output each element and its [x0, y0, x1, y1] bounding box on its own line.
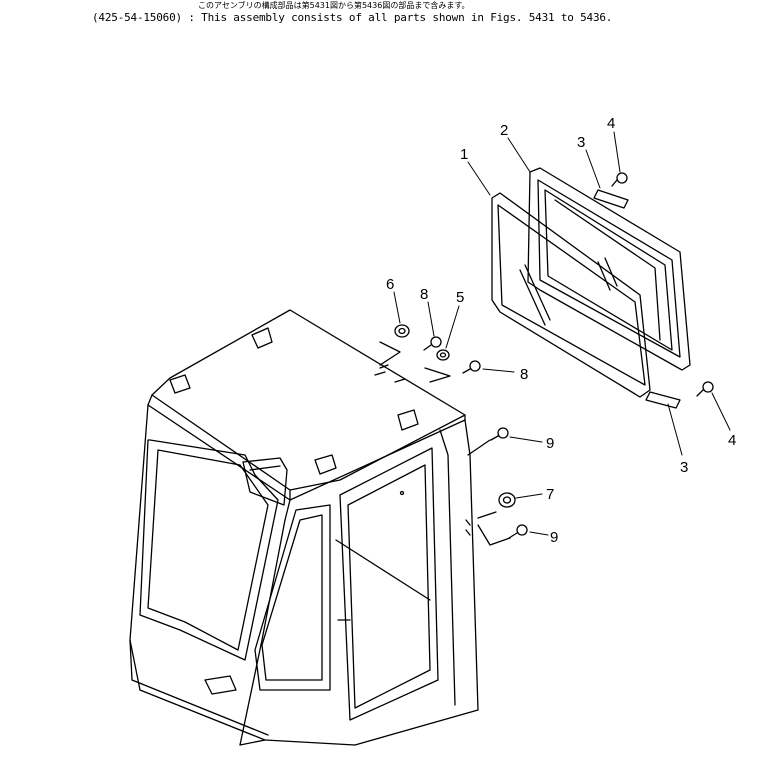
- callouts: 1 2 3 4 6 8 5 8 4 9 7 9 3: [386, 115, 736, 546]
- window-glass: [491, 192, 651, 398]
- leader-lines: [393, 131, 731, 536]
- callout-8-lower: 8: [520, 366, 528, 383]
- callout-4-upper: 4: [607, 115, 615, 132]
- header-note-jp: このアセンブリの構成部品は第5431図から第5436図の部品まで含みます。: [198, 1, 470, 10]
- callout-8-upper: 8: [420, 286, 428, 303]
- callout-4-lower: 4: [728, 432, 736, 449]
- callout-5: 5: [456, 289, 464, 306]
- small-parts: [379, 172, 714, 546]
- callout-7: 7: [546, 486, 554, 503]
- callout-9-upper: 9: [546, 435, 554, 452]
- callout-9-lower: 9: [550, 529, 558, 546]
- callout-3-lower: 3: [680, 459, 688, 476]
- callout-1: 1: [460, 146, 468, 163]
- weatherstrip-frame: [527, 167, 691, 371]
- header-note-en: (425-54-15060) : This assembly consists …: [92, 11, 613, 24]
- callout-6: 6: [386, 276, 394, 293]
- callout-3-upper: 3: [577, 134, 585, 151]
- callout-2: 2: [500, 122, 508, 139]
- cab-body: [129, 309, 479, 746]
